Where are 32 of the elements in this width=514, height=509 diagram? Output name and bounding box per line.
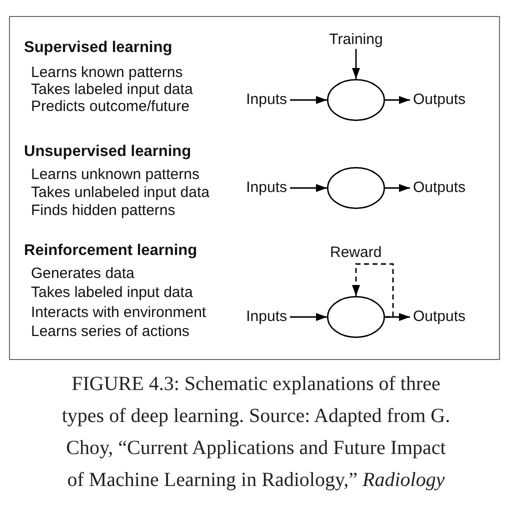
description-line: Learns series of actions	[31, 323, 190, 341]
diagram-frame	[9, 16, 500, 360]
description-line: Generates data	[31, 265, 134, 283]
flow-label: Inputs	[230, 308, 290, 326]
arrow	[290, 313, 327, 321]
arrow	[385, 184, 410, 192]
description-line: Takes unlabeled input data	[31, 184, 210, 202]
arrow	[352, 49, 360, 79]
section-heading: Reinforcement learning	[24, 242, 198, 260]
description-line: Learns known patterns	[31, 64, 183, 82]
flow-label: Outputs	[410, 308, 486, 326]
arrow	[290, 184, 327, 192]
description-line: Predicts outcome/future	[31, 98, 190, 116]
description-line: Learns unknown patterns	[31, 166, 200, 184]
arrow	[385, 96, 410, 104]
section-heading: Supervised learning	[24, 39, 172, 57]
process-circle	[327, 79, 385, 121]
figure-caption: FIGURE 4.3: Schematic explanations of three types of deep learning. Source: Adapted from G. Choy, “Current Applications and Future Impact of Machine Learning in Radiology,” Radiology	[60, 372, 452, 493]
flow-label: Inputs	[230, 179, 290, 197]
flow-label: Outputs	[410, 179, 486, 197]
dashed-feedback-arrow	[352, 263, 394, 318]
process-circle	[327, 296, 385, 338]
description-line: Interacts with environment	[31, 304, 206, 322]
flow-label: Outputs	[410, 91, 486, 109]
flow-label: Inputs	[230, 91, 290, 109]
description-line: Finds hidden patterns	[31, 202, 176, 220]
process-circle	[327, 167, 385, 209]
flow-label: Training	[320, 31, 392, 49]
section-heading: Unsupervised learning	[24, 143, 192, 161]
description-line: Takes labeled input data	[31, 81, 193, 99]
arrow	[290, 96, 327, 104]
description-line: Takes labeled input data	[31, 284, 193, 302]
